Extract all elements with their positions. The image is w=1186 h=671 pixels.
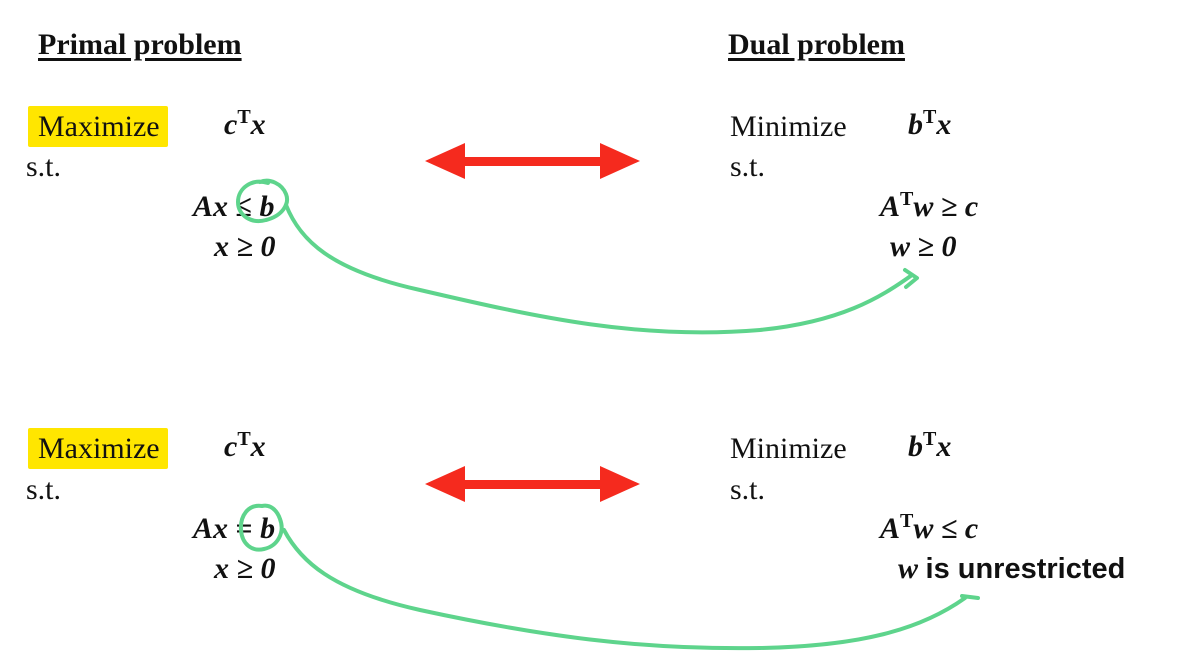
maximize-highlight-2: Maximize bbox=[28, 428, 168, 469]
dual-problem-heading: Dual problem bbox=[728, 28, 905, 61]
primal-constraint-2: Ax = b bbox=[193, 512, 276, 545]
primal-st-label-2: s.t. bbox=[26, 473, 62, 506]
dual-st-label-1: s.t. bbox=[730, 150, 766, 183]
dual-objective-expression-1: bTx bbox=[908, 106, 952, 141]
dual-objective-expression-2: bTx bbox=[908, 428, 952, 463]
primal-nonnegativity-2: x ≥ 0 bbox=[214, 552, 276, 585]
green-curve-arrow-1 bbox=[284, 203, 919, 335]
primal-objective-expression-2: cTx bbox=[224, 428, 266, 463]
green-circle-2 bbox=[238, 503, 284, 552]
dual-st-label-2: s.t. bbox=[730, 473, 766, 506]
primal-constraint-1: Ax ≤ b bbox=[193, 190, 275, 223]
primal-objective-maximize-2: Maximize bbox=[28, 428, 168, 469]
primal-st-label-1: s.t. bbox=[26, 150, 62, 183]
primal-problem-heading: Primal problem bbox=[38, 28, 242, 61]
maximize-highlight-1: Maximize bbox=[28, 106, 168, 147]
green-circle-1 bbox=[236, 178, 289, 223]
dual-sign-constraint-1: w ≥ 0 bbox=[890, 230, 957, 263]
dual-objective-minimize-1: Minimize bbox=[730, 110, 847, 143]
green-annotation-1 bbox=[236, 178, 919, 335]
dual-constraint-2: ATw ≤ c bbox=[880, 510, 979, 545]
red-double-arrow-2 bbox=[425, 466, 640, 502]
primal-objective-expression-1: cTx bbox=[224, 106, 266, 141]
red-double-arrow-1 bbox=[425, 143, 640, 179]
primal-nonnegativity-1: x ≥ 0 bbox=[214, 230, 276, 263]
primal-objective-maximize-1: Maximize bbox=[28, 106, 168, 147]
dual-objective-minimize-2: Minimize bbox=[730, 432, 847, 465]
dual-constraint-1: ATw ≥ c bbox=[880, 188, 979, 223]
dual-sign-constraint-2: w is unrestricted bbox=[898, 552, 1126, 585]
green-annotation-2 bbox=[238, 503, 980, 651]
green-curve-arrow-2 bbox=[282, 528, 980, 651]
